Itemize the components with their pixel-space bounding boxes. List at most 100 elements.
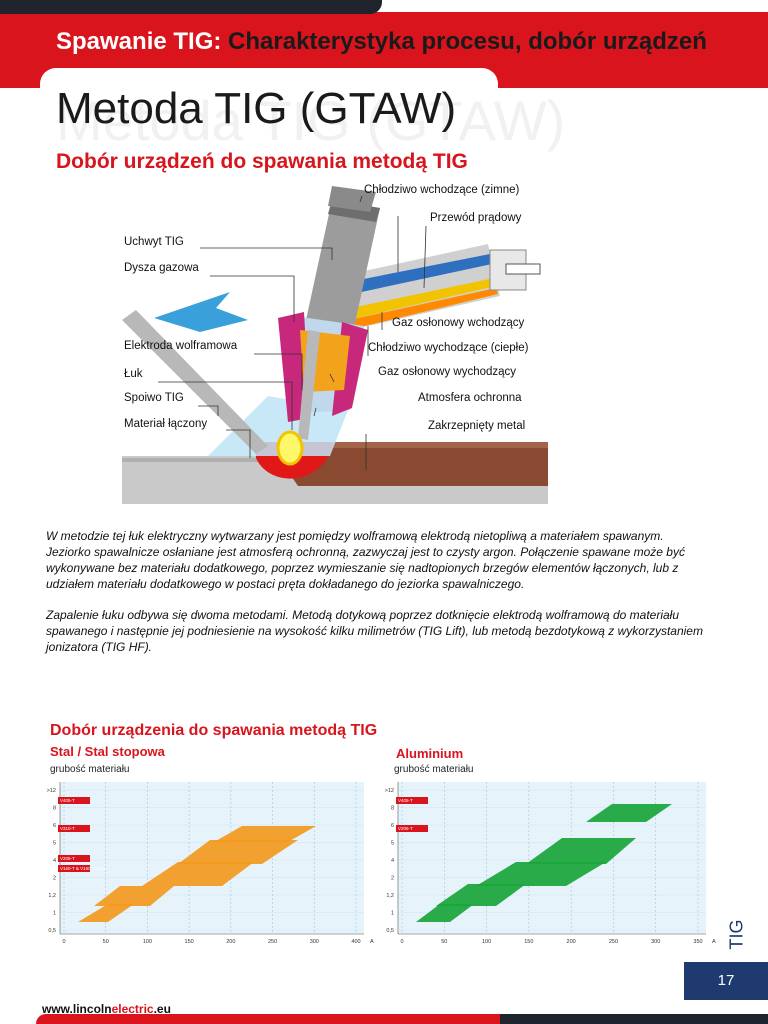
paragraph-1: W metodzie tej łuk elektryczny wytwarzan…: [46, 529, 685, 591]
x-tick-label: 250: [609, 939, 618, 945]
y-tick-label: >12: [47, 788, 56, 794]
y-tick-label: 2: [53, 876, 56, 882]
x-tick-label: 50: [103, 939, 109, 945]
range-band: [476, 862, 606, 886]
x-tick-label: 350: [693, 939, 702, 945]
machine-tag: [58, 865, 90, 872]
x-tick-label: 300: [651, 939, 660, 945]
tig-torch-diagram: Uchwyt TIG Dysza gazowa Elektroda wolfra…: [118, 180, 550, 508]
x-tick-label: 0: [62, 939, 65, 945]
range-band: [78, 904, 134, 922]
machine-tag: [58, 797, 90, 804]
paragraph-2: Zapalenie łuku odbywa się dwoma metodami…: [46, 608, 703, 654]
x-tick-label: 300: [310, 939, 319, 945]
machine-tag-label: V310-T: [60, 826, 75, 831]
x-tick-label: 100: [143, 939, 152, 945]
y-tick-label: 4: [391, 858, 394, 864]
page-title: Metoda TIG (GTAW): [56, 84, 457, 133]
machine-tag-label: V205-T: [60, 856, 75, 861]
label-base-material: Materiał łączony: [124, 418, 208, 430]
chart-steel-subtitle: grubość materiału: [50, 764, 130, 775]
chart-aluminium-subtitle: grubość materiału: [394, 764, 474, 775]
label-gas-out: Gaz osłonowy wychodzący: [378, 366, 517, 378]
machine-tag: [58, 825, 90, 832]
y-tick-label: 1,2: [48, 893, 56, 899]
label-coolant-in: Chłodziwo wchodzące (zimne): [364, 184, 520, 196]
range-band: [586, 804, 672, 822]
y-tick-label: >12: [385, 788, 394, 794]
side-tab: TIG: [726, 912, 756, 952]
label-solidified-metal: Zakrzepnięty metal: [428, 420, 526, 432]
machine-tag: [396, 797, 428, 804]
range-band: [526, 838, 636, 864]
range-band: [178, 840, 298, 864]
range-band: [416, 904, 474, 922]
x-tick-label: 200: [567, 939, 576, 945]
footer-url-part1: www.lincoln: [42, 1002, 112, 1016]
machine-tag-label: V405-T: [60, 798, 75, 803]
label-power-cable: Przewód prądowy: [430, 212, 522, 224]
x-tick-label: 50: [441, 939, 447, 945]
header-title-part1: Spawanie TIG:: [56, 28, 222, 55]
header-title-part2: Charakterystyka procesu, dobór urządzeń: [228, 28, 707, 55]
label-arc: Łuk: [124, 368, 143, 380]
machine-tag-label: V205-T: [398, 826, 413, 831]
label-torch: Uchwyt TIG: [124, 236, 184, 248]
y-tick-label: 0,5: [48, 928, 56, 934]
steel-selection-chart: >12 8 6 5 4 2 1,2 1 0,5 0 50 100 150 200 250 300 400 A V40…: [38, 776, 378, 948]
title-card: [40, 68, 498, 128]
label-gas-nozzle: Dysza gazowa: [124, 262, 199, 274]
page-number-box: 17: [684, 962, 768, 1000]
x-tick-label: 150: [524, 939, 533, 945]
footer-url-part2: electric: [111, 1002, 154, 1016]
label-shielding-atmosphere: Atmosfera ochronna: [418, 392, 522, 404]
y-tick-label: 8: [391, 806, 394, 812]
label-filler-rod: Spoiwo TIG: [124, 392, 184, 404]
chart-svg: >12 8 6 5 4 2 1,2 1 0,5 0 50 100 150 200 250 300 400 A V40…: [47, 782, 374, 945]
header-dark-tab: [0, 0, 382, 14]
y-tick-label: 5: [391, 841, 394, 847]
header-title: Spawanie TIG: Charakterystyka procesu, d…: [56, 28, 707, 56]
x-unit-label: A: [712, 939, 716, 945]
y-tick-label: 5: [53, 841, 56, 847]
range-band: [214, 826, 316, 842]
y-tick-label: 2: [391, 876, 394, 882]
range-band: [436, 884, 526, 906]
footer-url[interactable]: www.lincolnelectric.eu: [42, 1002, 171, 1016]
y-tick-label: 8: [53, 806, 56, 812]
page-title-watermark: Metoda TIG (GTAW): [56, 89, 566, 152]
label-gas-in: Gaz osłonowy wchodzący: [392, 317, 525, 329]
range-band: [142, 862, 254, 886]
x-tick-label: 400: [351, 939, 360, 945]
y-tick-label: 1: [53, 911, 56, 917]
x-unit-label: A: [370, 939, 374, 945]
x-tick-label: 250: [268, 939, 277, 945]
side-tab-label: TIG: [726, 919, 747, 950]
y-tick-label: 0,5: [386, 928, 394, 934]
footer-bar-dark: [500, 1014, 768, 1024]
selection-heading: Dobór urządzenia do spawania metodą TIG: [50, 722, 378, 739]
x-tick-label: 150: [185, 939, 194, 945]
machine-tag-label: V160-T & V160-Tpulse: [60, 866, 106, 871]
page-number: 17: [717, 972, 735, 989]
y-tick-label: 4: [53, 858, 56, 864]
machine-tag: [396, 825, 428, 832]
machine-tag: [58, 855, 90, 862]
footer-url-part3: .eu: [153, 1002, 171, 1016]
label-coolant-out: Chłodziwo wychodzące (ciepłe): [368, 342, 529, 354]
x-tick-label: 100: [482, 939, 491, 945]
y-tick-label: 6: [53, 823, 56, 829]
chart-steel-title: Stal / Stal stopowa: [50, 744, 165, 759]
label-tungsten-electrode: Elektroda wolframowa: [124, 340, 238, 352]
footer-bar-red: [36, 1014, 502, 1024]
machine-tag-label: V405-T: [398, 798, 413, 803]
chart-aluminium-title: Aluminium: [396, 746, 464, 761]
y-tick-label: 1,2: [386, 893, 394, 899]
body-text: W metodzie tej łuk elektryczny wytwarzan…: [46, 528, 706, 670]
y-tick-label: 1: [391, 911, 394, 917]
x-tick-label: 0: [400, 939, 403, 945]
range-band: [94, 886, 174, 906]
x-tick-label: 200: [226, 939, 235, 945]
